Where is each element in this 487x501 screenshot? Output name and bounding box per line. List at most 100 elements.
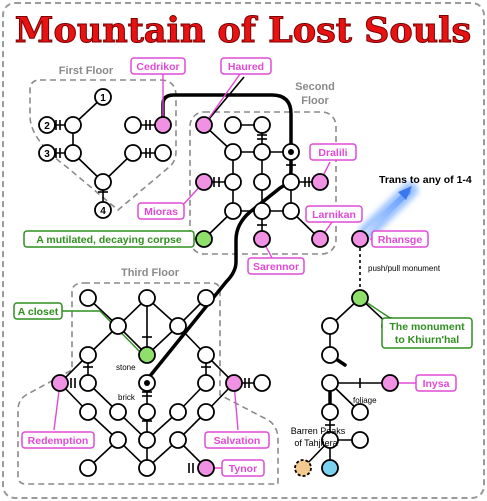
- brick-label: brick: [118, 393, 136, 402]
- room-node[interactable]: [253, 374, 271, 392]
- room-inysa[interactable]: [381, 374, 399, 392]
- cedrikor-box: [130, 57, 186, 75]
- map-title: Mountain of Lost Souls: [15, 10, 471, 51]
- room-node[interactable]: [351, 403, 369, 421]
- room-node[interactable]: [224, 116, 242, 134]
- room-redemption[interactable]: [51, 374, 69, 392]
- haured-label[interactable]: Haured: [228, 61, 264, 73]
- tynor-label[interactable]: Tynor: [229, 463, 257, 475]
- dralili-label[interactable]: Dralili: [318, 147, 347, 159]
- second-floor-label-line2: Floor: [301, 95, 329, 107]
- tynor-box: [221, 459, 265, 477]
- room-cedrikor[interactable]: [154, 116, 172, 134]
- door-marks: [55, 120, 361, 473]
- room-node[interactable]: [138, 403, 156, 421]
- room-node[interactable]: [253, 143, 271, 161]
- room-mioras[interactable]: [195, 173, 213, 191]
- room-node[interactable]: [253, 202, 271, 220]
- room-node[interactable]: [321, 374, 339, 392]
- room-tynor[interactable]: [197, 459, 215, 477]
- cedrikor-label[interactable]: Cedrikor: [136, 61, 179, 73]
- room-node[interactable]: [197, 403, 215, 421]
- room-node[interactable]: [224, 202, 242, 220]
- first-floor-label: First Floor: [59, 65, 114, 77]
- rhansge-label[interactable]: Rhansge: [378, 234, 423, 246]
- mioras-label[interactable]: Mioras: [144, 206, 178, 218]
- closet-box: [13, 302, 63, 320]
- room-node[interactable]: [253, 116, 271, 134]
- rhansge-box: [371, 230, 429, 248]
- room-node[interactable]: [197, 346, 215, 364]
- room-node[interactable]: [109, 403, 127, 421]
- room-monument[interactable]: [351, 289, 369, 307]
- room-node[interactable]: [224, 173, 242, 191]
- route-marker: [144, 380, 150, 386]
- salvation-label[interactable]: Salvation: [214, 435, 261, 447]
- corpse-label[interactable]: A mutilated, decaying corpse: [36, 234, 182, 246]
- dralili-box: [309, 143, 357, 161]
- room-barren-peaks[interactable]: [321, 459, 339, 477]
- room-closet[interactable]: [138, 346, 156, 364]
- room-node[interactable]: [94, 173, 112, 191]
- room-node[interactable]: [321, 317, 339, 335]
- room-1[interactable]: [94, 88, 112, 106]
- room-node[interactable]: [169, 403, 187, 421]
- room-node[interactable]: [197, 374, 215, 392]
- room-node[interactable]: [224, 143, 242, 161]
- room-corpse[interactable]: [195, 230, 213, 248]
- monument-label-line1[interactable]: The monument: [389, 321, 465, 333]
- room-number-4: 4: [100, 206, 106, 217]
- room-sarennor[interactable]: [253, 230, 271, 248]
- room-node[interactable]: [64, 144, 82, 162]
- room-4[interactable]: [94, 201, 112, 219]
- room-node[interactable]: [79, 459, 97, 477]
- room-larnikan[interactable]: [311, 230, 329, 248]
- room-node[interactable]: [197, 289, 215, 307]
- room-node[interactable]: [253, 173, 271, 191]
- room-2[interactable]: [38, 116, 56, 134]
- room-node[interactable]: [109, 431, 127, 449]
- room-node[interactable]: [351, 431, 369, 449]
- sarennor-box: [247, 257, 305, 275]
- closet-label[interactable]: A closet: [18, 306, 59, 318]
- room-node[interactable]: [282, 173, 300, 191]
- larnikan-label[interactable]: Larnikan: [312, 209, 356, 221]
- foliage-label: foliage: [353, 396, 377, 405]
- room-exit[interactable]: [294, 459, 312, 477]
- room-3[interactable]: [38, 144, 56, 162]
- room-node[interactable]: [169, 431, 187, 449]
- room-node[interactable]: [169, 317, 187, 335]
- room-haured[interactable]: [195, 116, 213, 134]
- room-node[interactable]: [282, 202, 300, 220]
- second-floor-region: [189, 111, 337, 255]
- room-node[interactable]: [79, 403, 97, 421]
- monument-label-line2[interactable]: to Khiurn'hal: [395, 334, 459, 346]
- room-node[interactable]: [109, 317, 127, 335]
- sarennor-label[interactable]: Sarennor: [253, 261, 299, 273]
- room-node[interactable]: [79, 289, 97, 307]
- first-floor-region: [29, 79, 177, 212]
- room-rhansge[interactable]: [351, 230, 369, 248]
- room-node[interactable]: [124, 116, 142, 134]
- room-node[interactable]: [79, 374, 97, 392]
- room-node[interactable]: [321, 346, 339, 364]
- room-node[interactable]: [321, 431, 339, 449]
- room-node[interactable]: [79, 346, 97, 364]
- room-node[interactable]: [138, 431, 156, 449]
- room-node[interactable]: [64, 116, 82, 134]
- room-node[interactable]: [154, 144, 172, 162]
- room-node[interactable]: [138, 289, 156, 307]
- room-numbers: 1 2 3 4: [44, 93, 106, 217]
- room-node[interactable]: [124, 144, 142, 162]
- room-dralili[interactable]: [311, 173, 329, 191]
- second-floor-label-line1: Second: [295, 81, 335, 93]
- room-node[interactable]: [321, 403, 339, 421]
- trans-arrow: [359, 182, 418, 240]
- redemption-label[interactable]: Redemption: [28, 435, 89, 447]
- corpse-box: [23, 230, 195, 248]
- room-node[interactable]: [138, 459, 156, 477]
- room-salvation[interactable]: [225, 374, 243, 392]
- inysa-label[interactable]: Inysa: [423, 378, 450, 390]
- haured-box: [220, 57, 272, 75]
- mioras-box: [137, 202, 185, 220]
